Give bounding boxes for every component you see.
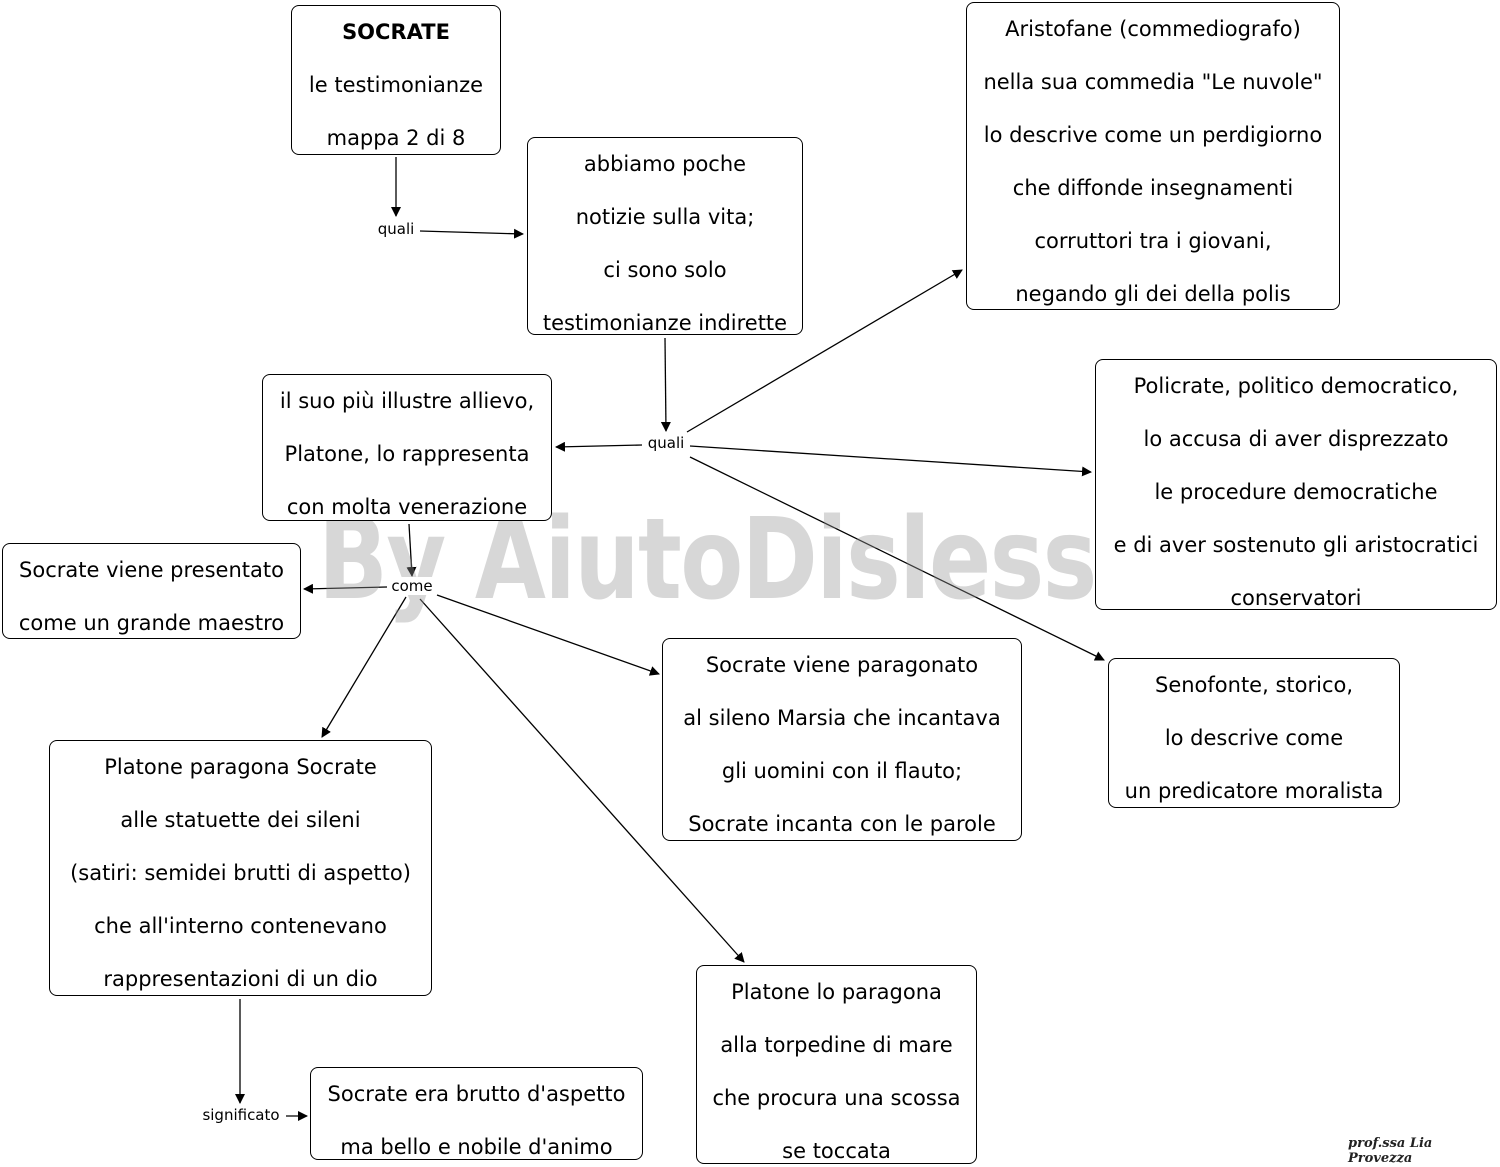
node-senofonte[interactable]: Senofonte, storico, lo descrive come un … [1108,658,1400,808]
node-few-news-line: ci sono solo [603,258,727,282]
node-sileni-line: che all'interno contenevano [94,914,387,938]
node-sileni-line: Platone paragona Socrate [104,755,377,779]
link-label-significato: significato [202,1106,280,1124]
node-sileni-line: alle statuette dei sileni [120,808,361,832]
node-title-line: mappa 2 di 8 [326,126,466,150]
link-quali-to-aristofane [686,269,963,433]
node-policrate-line: e di aver sostenuto gli aristocratici [1113,533,1479,557]
node-maestro-line: come un grande maestro [18,611,285,635]
node-torpedine-line: se toccata [782,1139,891,1163]
link-come-to-sileni [321,596,407,738]
node-aristofane-line: che diffonde insegnamenti [1012,176,1294,200]
node-marsia-line: Socrate viene paragonato [705,653,979,677]
node-few-news-line: notizie sulla vita; [575,205,755,229]
node-sileni[interactable]: Platone paragona Socrate alle statuette … [49,740,432,996]
node-title-line: SOCRATE [342,20,450,44]
node-senofonte-line: Senofonte, storico, [1154,673,1354,697]
link-quali-to-few-news [419,228,524,239]
link-come-to-maestro [303,583,388,594]
node-sileni-line: rappresentazioni di un dio [103,967,378,991]
node-aristofane-line: Aristofane (commediografo) [1005,17,1301,41]
node-aristofane[interactable]: Aristofane (commediografo) nella sua com… [966,2,1340,310]
link-quali-to-policrate [689,445,1092,477]
node-platone-line: con molta venerazione [286,495,528,519]
link-few-news-to-quali [660,337,671,432]
link-label-come: come [391,577,433,595]
node-aristofane-line: negando gli dei della polis [1015,282,1291,306]
link-label-quali: quali [647,434,685,452]
node-torpedine-line: Platone lo paragona [731,980,942,1004]
link-quali-to-platone [555,441,643,452]
node-marsia-line: al sileno Marsia che incantava [683,706,1001,730]
node-marsia-line: Socrate incanta con le parole [688,812,996,836]
node-marsia-line: gli uomini con il flauto; [721,759,963,783]
node-platone-line: Platone, lo rappresenta [284,442,530,466]
node-few-news-line: abbiamo poche [583,152,747,176]
node-aristofane-line: corruttori tra i giovani, [1034,229,1272,253]
node-aristofane-line: nella sua commedia "Le nuvole" [983,70,1323,94]
node-sileni-line: (satiri: semidei brutti di aspetto) [70,861,411,885]
node-torpedine[interactable]: Platone lo paragona alla torpedine di ma… [696,965,977,1164]
author-signature: prof.ssa Lia Provezza [1348,1136,1433,1166]
node-few-news[interactable]: abbiamo poche notizie sulla vita; ci son… [527,137,803,335]
node-aristofane-line: lo descrive come un perdigiorno [983,123,1323,147]
node-policrate-line: lo accusa di aver disprezzato [1143,427,1449,451]
link-come-to-torpedine [419,598,745,963]
node-maestro[interactable]: Socrate viene presentato come un grande … [2,543,301,639]
node-senofonte-line: lo descrive come [1164,726,1344,750]
node-maestro-line: Socrate viene presentato [19,558,284,582]
node-torpedine-line: alla torpedine di mare [720,1033,953,1057]
node-brutto-line: Socrate era brutto d'aspetto [327,1082,626,1106]
node-brutto[interactable]: Socrate era brutto d'aspetto ma bello e … [310,1067,643,1160]
link-label-quali: quali [377,220,415,238]
node-platone-line: il suo più illustre allievo, [279,389,535,413]
node-marsia[interactable]: Socrate viene paragonato al sileno Marsi… [662,638,1022,841]
node-policrate-line: Policrate, politico democratico, [1133,374,1459,398]
node-brutto-line: ma bello e nobile d'animo [340,1135,613,1159]
node-policrate-line: conservatori [1230,586,1362,610]
node-title-line: le testimonianze [308,73,484,97]
node-platone[interactable]: il suo più illustre allievo, Platone, lo… [262,374,552,521]
node-title[interactable]: SOCRATE le testimonianze mappa 2 di 8 [291,5,501,155]
link-platone-to-come [406,523,417,577]
node-policrate-line: le procedure democratiche [1154,480,1438,504]
link-come-to-marsia [436,594,660,676]
node-policrate[interactable]: Policrate, politico democratico, lo accu… [1095,359,1497,610]
node-few-news-line: testimonianze indirette [542,311,788,335]
node-senofonte-line: un predicatore moralista [1124,779,1384,803]
link-quali-to-senofonte [689,456,1105,661]
node-torpedine-line: che procura una scossa [712,1086,961,1110]
